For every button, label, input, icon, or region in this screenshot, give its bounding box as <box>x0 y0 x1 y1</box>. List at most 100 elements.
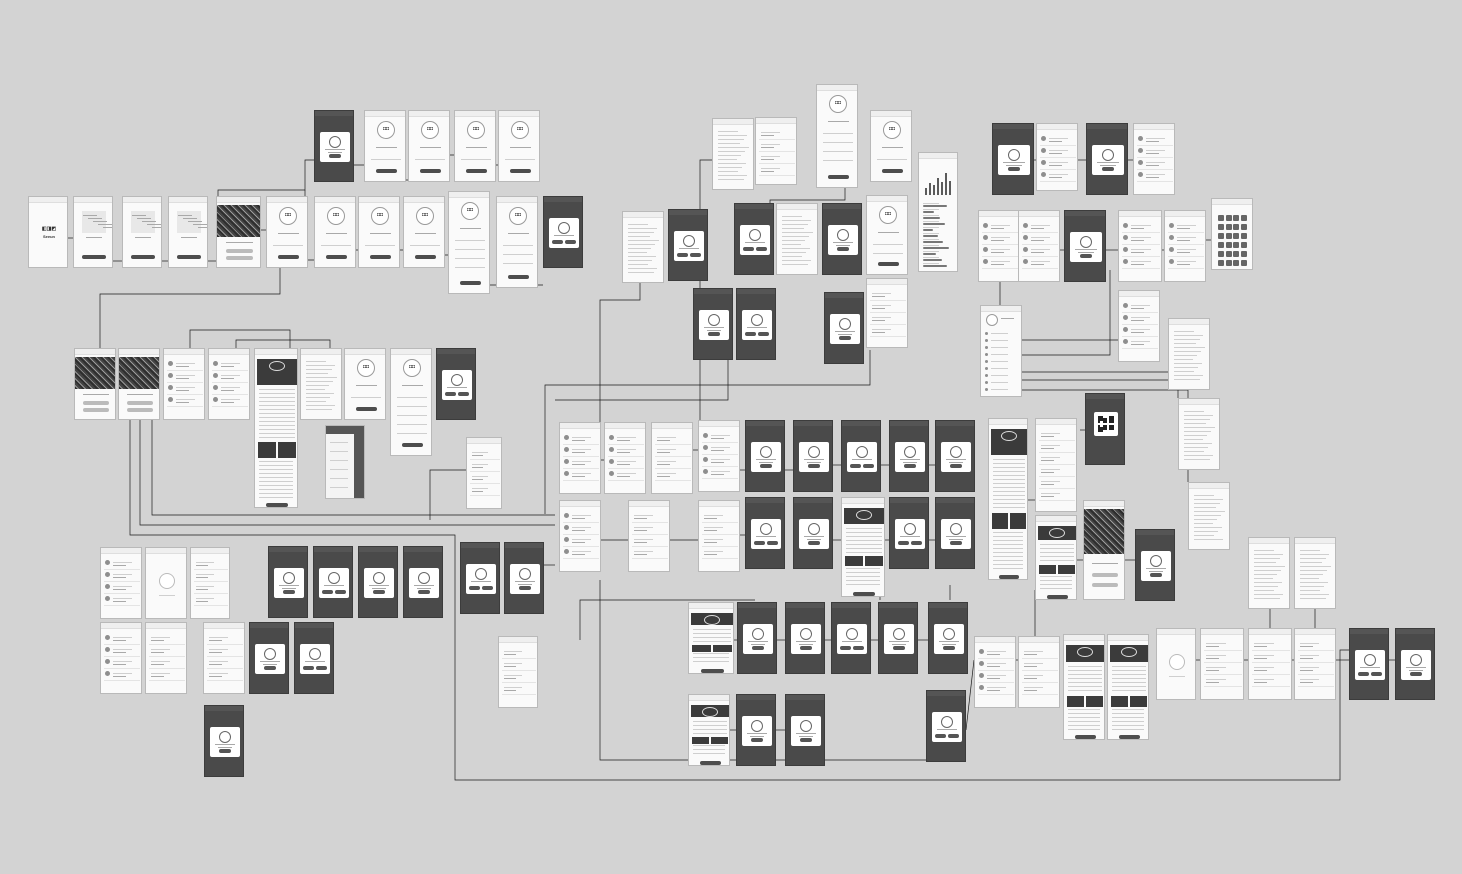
screen-profile[interactable]: ◘◘ <box>358 196 400 268</box>
screen-modal[interactable] <box>841 420 881 492</box>
screen-profile[interactable]: ◘◘ <box>870 110 912 182</box>
screen-list2[interactable] <box>145 622 187 694</box>
screen-list[interactable] <box>163 348 205 420</box>
screen-modal[interactable] <box>436 348 476 420</box>
screen-profile[interactable]: ◘◘ <box>266 196 308 268</box>
screen-onboard[interactable] <box>73 196 113 268</box>
screen-list2[interactable] <box>651 422 693 494</box>
screen-modal[interactable] <box>831 602 871 674</box>
screen-photo[interactable] <box>216 196 261 268</box>
screen-article[interactable] <box>1035 515 1077 600</box>
screen-modal[interactable] <box>693 288 733 360</box>
screen-list[interactable] <box>1036 123 1078 191</box>
screen-modal[interactable] <box>1135 529 1175 601</box>
screen-article[interactable] <box>988 418 1028 580</box>
screen-modal[interactable] <box>745 497 785 569</box>
screen-profile[interactable]: ◘◘ <box>498 110 540 182</box>
screen-profile[interactable]: ◘◘ <box>816 84 858 188</box>
screen-list2[interactable] <box>203 622 245 694</box>
screen-article[interactable] <box>688 602 734 674</box>
screen-modal[interactable] <box>926 690 966 762</box>
screen-list2[interactable] <box>1018 636 1060 708</box>
screen-article[interactable] <box>688 694 730 766</box>
screen-modal[interactable] <box>543 196 583 268</box>
screen-modal[interactable] <box>314 110 354 182</box>
screen-grid[interactable] <box>1211 198 1253 270</box>
screen-profile[interactable]: ◘◘ <box>403 196 445 268</box>
screen-list2[interactable] <box>1248 628 1292 700</box>
screen-modal[interactable] <box>1349 628 1389 700</box>
screen-modal[interactable] <box>204 705 244 777</box>
screen-list[interactable] <box>698 420 740 492</box>
screen-list2[interactable] <box>628 500 670 572</box>
screen-modal[interactable] <box>1086 123 1128 195</box>
screen-list2[interactable] <box>466 437 502 509</box>
screen-modal[interactable] <box>889 420 929 492</box>
screen-list[interactable] <box>1133 123 1175 195</box>
screen-modal[interactable] <box>268 546 308 618</box>
screen-modal[interactable] <box>504 542 544 614</box>
screen-text[interactable] <box>1178 398 1220 470</box>
screen-list2[interactable] <box>1035 418 1077 512</box>
screen-article[interactable] <box>254 348 298 508</box>
screen-list[interactable] <box>208 348 250 420</box>
screen-empty[interactable] <box>1156 628 1196 700</box>
screen-article[interactable] <box>841 497 885 597</box>
screen-menu[interactable] <box>980 305 1022 397</box>
screen-modal[interactable] <box>358 546 398 618</box>
screen-text[interactable] <box>712 118 754 190</box>
screen-list2[interactable] <box>755 117 797 185</box>
screen-drawer[interactable] <box>325 425 365 499</box>
screen-list[interactable] <box>1018 210 1060 282</box>
screen-text[interactable] <box>1294 537 1336 609</box>
screen-modal[interactable] <box>785 694 825 766</box>
screen-list[interactable] <box>1118 210 1162 282</box>
screen-list2[interactable] <box>1294 628 1336 700</box>
screen-modal[interactable] <box>313 546 353 618</box>
screen-profile[interactable]: ◘◘ <box>454 110 496 182</box>
screen-modal[interactable] <box>793 497 833 569</box>
screen-modal[interactable] <box>734 203 774 275</box>
screen-list[interactable] <box>100 547 142 619</box>
screen-text[interactable] <box>1168 318 1210 390</box>
screen-article[interactable] <box>1107 634 1149 740</box>
screen-modal[interactable] <box>785 602 825 674</box>
screen-profile[interactable]: ◘◘ <box>344 348 386 420</box>
screen-text[interactable] <box>622 211 664 283</box>
screen-list[interactable] <box>1164 210 1206 282</box>
screen-article[interactable] <box>1063 634 1105 740</box>
screen-modal[interactable] <box>878 602 918 674</box>
screen-empty[interactable] <box>145 547 187 619</box>
screen-text[interactable] <box>776 203 818 275</box>
screen-list[interactable] <box>559 422 601 494</box>
screen-modal[interactable] <box>824 292 864 364</box>
screen-qr[interactable] <box>1085 393 1125 465</box>
screen-profile[interactable]: ◘◘ <box>866 195 908 275</box>
screen-list[interactable] <box>559 500 601 572</box>
screen-list[interactable] <box>974 636 1016 708</box>
screen-text[interactable] <box>1248 537 1290 609</box>
screen-photo[interactable] <box>118 348 160 420</box>
screen-modal[interactable] <box>1395 628 1435 700</box>
screen-modal[interactable] <box>793 420 833 492</box>
screen-profile[interactable]: ◘◘ <box>364 110 406 182</box>
screen-chart[interactable] <box>918 152 958 272</box>
screen-profile[interactable]: ◘◘ <box>314 196 356 268</box>
screen-modal[interactable] <box>1064 210 1106 282</box>
screen-onboard[interactable] <box>168 196 208 268</box>
screen-modal[interactable] <box>928 602 968 674</box>
screen-modal[interactable] <box>249 622 289 694</box>
screen-list2[interactable] <box>1200 628 1244 700</box>
screen-photo[interactable] <box>74 348 116 420</box>
screen-modal[interactable] <box>822 203 862 275</box>
screen-text[interactable] <box>300 348 342 420</box>
screen-profile[interactable]: ◘◘ <box>390 348 432 456</box>
screen-list[interactable] <box>604 422 646 494</box>
screen-modal[interactable] <box>889 497 929 569</box>
screen-modal[interactable] <box>992 123 1034 195</box>
screen-list2[interactable] <box>190 547 230 619</box>
screen-modal[interactable] <box>294 622 334 694</box>
screen-modal[interactable] <box>736 694 776 766</box>
screen-list2[interactable] <box>498 636 538 708</box>
screen-modal[interactable] <box>935 497 975 569</box>
